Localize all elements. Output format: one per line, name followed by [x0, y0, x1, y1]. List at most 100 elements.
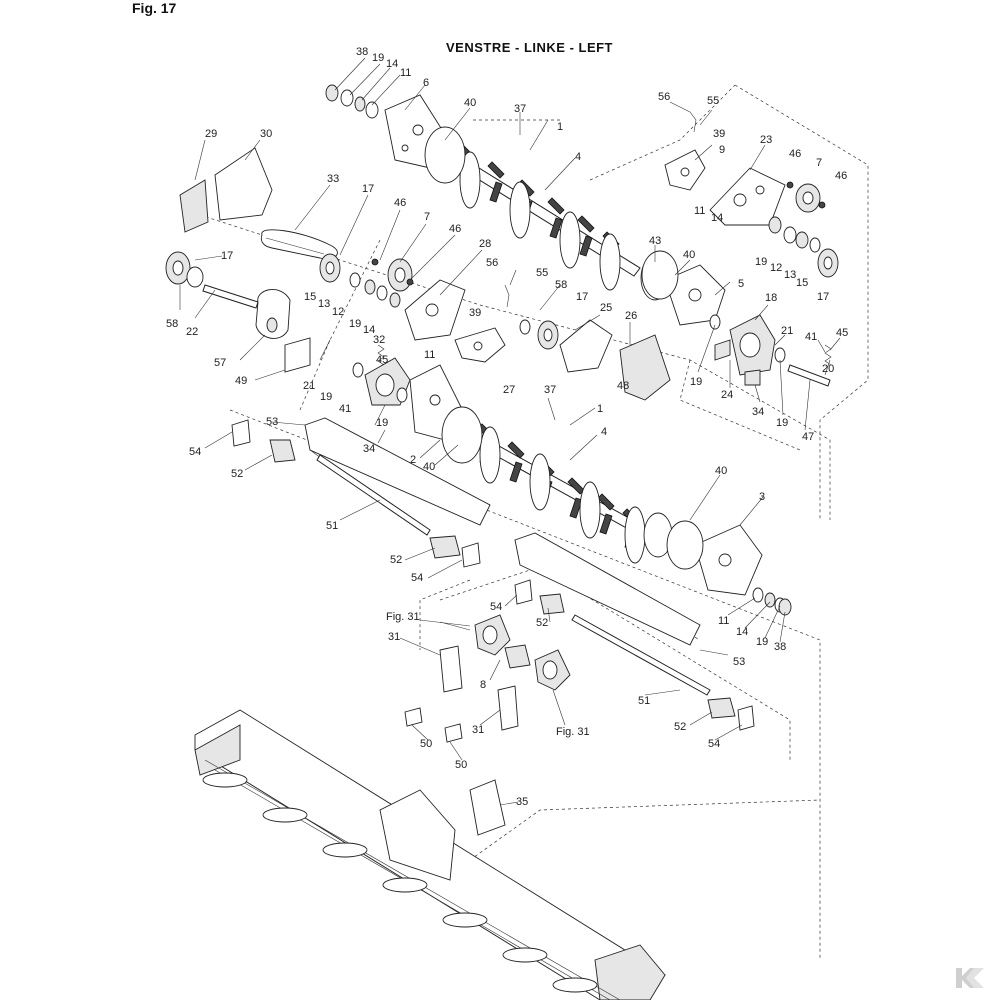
callout: 40: [683, 249, 695, 261]
callout: 19: [756, 636, 768, 648]
couplings: [269, 439, 736, 719]
callout: 28: [479, 238, 491, 250]
callout: 54: [490, 601, 502, 613]
upper-guard-tube: [304, 417, 491, 536]
input-shaft: [202, 284, 259, 309]
callout: 13: [784, 269, 796, 281]
callout: 46: [394, 197, 406, 209]
lower-left-side-plate: [409, 364, 483, 464]
callout: 1: [597, 403, 603, 415]
callout: 51: [326, 520, 338, 532]
callout: 46: [835, 170, 847, 182]
callout: 19: [372, 52, 384, 64]
callout: 14: [386, 58, 398, 70]
angle-gearboxes: [474, 614, 571, 691]
callouts: 38 19 14 11 6 40 37 1 56 55 39 9 23 46 7…: [166, 46, 848, 808]
mid-bracket-plate: [404, 279, 466, 341]
figure-ref: Fig. 31: [386, 611, 420, 623]
callout: 21: [781, 325, 793, 337]
callout: 52: [536, 617, 548, 629]
callout: 39: [713, 128, 725, 140]
callout: 48: [617, 380, 629, 392]
callout: 30: [260, 128, 272, 140]
callout: 51: [638, 695, 650, 707]
callout: 20: [822, 363, 834, 375]
callout: 11: [694, 205, 705, 217]
callout: 50: [455, 759, 467, 771]
callout: 6: [423, 77, 429, 89]
callout: 19: [376, 417, 388, 429]
upper-rotor-tines: [457, 143, 621, 291]
callout: 35: [516, 796, 528, 808]
callout: 24: [721, 389, 733, 401]
callout: 31: [472, 724, 484, 736]
callout: 19: [755, 256, 767, 268]
upper-rotor-shaft: [443, 143, 670, 301]
upper-left-side-plate: [384, 94, 466, 184]
upper-right-gearbox-plate: [709, 167, 786, 226]
callout: 49: [235, 375, 247, 387]
drive-belt: [260, 229, 338, 260]
callout: 47: [802, 431, 814, 443]
shields-right: [519, 319, 671, 401]
callout: 54: [189, 446, 201, 458]
callout: 40: [715, 465, 727, 477]
callout: 56: [658, 91, 670, 103]
callout: 22: [186, 326, 198, 338]
callout: 55: [536, 267, 548, 279]
callout: 58: [166, 318, 178, 330]
callout: 21: [303, 380, 315, 392]
figure-ref: Fig. 31: [556, 726, 590, 738]
callout: 12: [332, 306, 344, 318]
callout: 15: [304, 291, 316, 303]
callout: 29: [205, 128, 217, 140]
callout: 53: [266, 416, 278, 428]
callout: 25: [600, 302, 612, 314]
callout: 34: [752, 406, 764, 418]
callout: 52: [390, 554, 402, 566]
lower-guard-tube: [514, 532, 711, 696]
callout: 26: [625, 310, 637, 322]
callout: 15: [796, 277, 808, 289]
callout: 4: [601, 426, 607, 438]
figure-label: Fig. 17: [132, 0, 177, 16]
left-gearbox: [284, 337, 411, 406]
torsion-springs: [377, 111, 832, 366]
upper-bearings: [325, 84, 839, 278]
callout: 37: [544, 384, 556, 396]
callout: 31: [388, 631, 400, 643]
hub-cover: [255, 289, 291, 339]
cutter-discs: [202, 772, 598, 993]
callout: 14: [736, 626, 748, 638]
lower-rotor-shaft: [463, 423, 673, 564]
callout: 27: [503, 384, 515, 396]
callout: 40: [423, 461, 435, 473]
callout: 58: [555, 279, 567, 291]
callout: 17: [362, 183, 374, 195]
right-gearbox: [709, 314, 831, 387]
callout: 34: [363, 443, 375, 455]
callout: 41: [805, 331, 817, 343]
callout: 54: [708, 738, 720, 750]
callout: 8: [480, 679, 486, 691]
callout: 40: [464, 97, 476, 109]
callout: 45: [376, 354, 388, 366]
callout: 7: [424, 211, 430, 223]
callout: 11: [400, 67, 411, 79]
callout: 1: [557, 121, 563, 133]
callout: 19: [690, 376, 702, 388]
main-frame: [194, 709, 666, 1000]
callout: 11: [424, 349, 435, 361]
callout: 5: [738, 278, 744, 290]
callout: 46: [449, 223, 461, 235]
callout: 38: [774, 641, 786, 653]
callout: 33: [327, 173, 339, 185]
figure-references: Fig. 31 Fig. 31: [386, 611, 590, 738]
callout: 46: [789, 148, 801, 160]
belt-guard-left: [179, 147, 273, 233]
callout: 14: [363, 324, 375, 336]
callout: 9: [719, 144, 725, 156]
pulleys-upper-left: [165, 251, 414, 308]
callout: 41: [339, 403, 351, 415]
